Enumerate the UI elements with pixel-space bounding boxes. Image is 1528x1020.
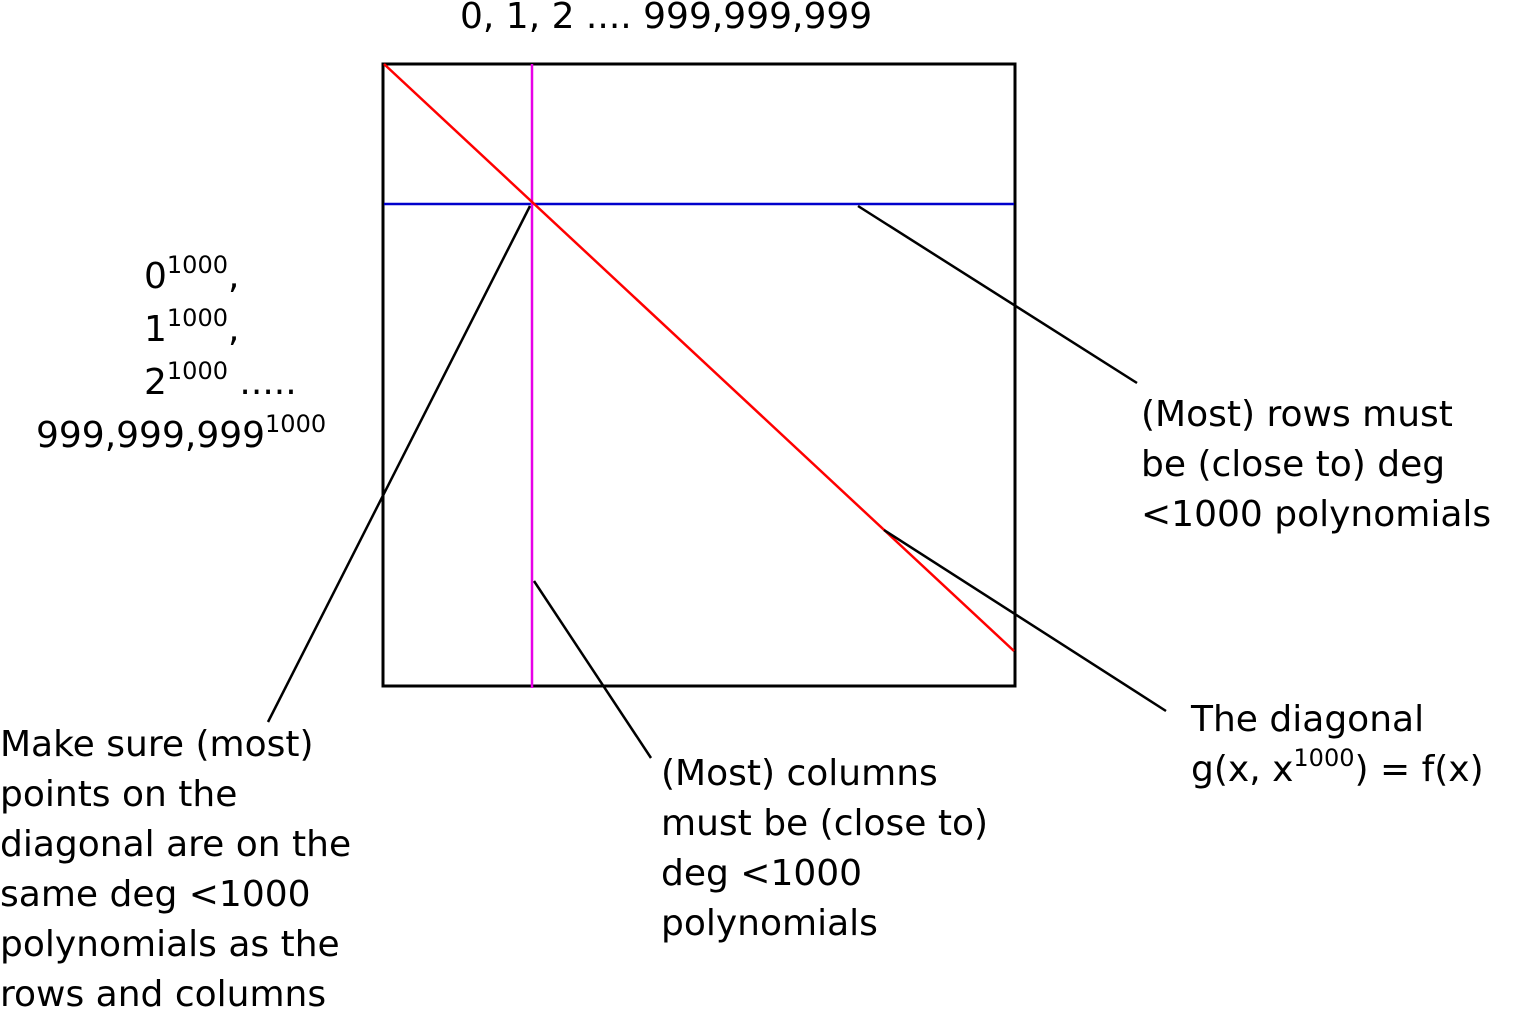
columns-annotation-line-4: polynomials — [661, 903, 878, 944]
top-axis-label-text: 0, 1, 2 .... 999,999,999 — [460, 0, 873, 37]
rows-annotation-line-3: <1000 polynomials — [1141, 494, 1492, 535]
make-sure-annotation: Make sure (most) points on the diagonal … — [0, 720, 351, 1020]
make-sure-annotation-line-1: Make sure (most) — [0, 724, 314, 765]
rows-leader-line — [857, 204, 1138, 385]
make-sure-annotation-line-2: points on the — [0, 774, 238, 815]
left-axis-label-line-4: 999,999,9991000 — [36, 410, 327, 456]
rows-annotation-line-2: be (close to) deg — [1141, 444, 1446, 485]
left-axis-label-line-3: 21000 ..... — [144, 357, 297, 403]
top-axis-label: 0, 1, 2 .... 999,999,999 — [460, 0, 872, 42]
diagonal-annotation: The diagonal g(x, x1000) = f(x) — [1191, 695, 1484, 798]
make-sure-annotation-line-6: rows and columns — [0, 974, 327, 1015]
left-axis-label-line-1: 01000, — [144, 251, 240, 297]
columns-annotation: (Most) columns must be (close to) deg <1… — [661, 749, 988, 949]
make-sure-annotation-line-3: diagonal are on the — [0, 824, 352, 865]
grid-frame — [381, 62, 1017, 688]
columns-annotation-line-2: must be (close to) — [661, 803, 989, 844]
left-axis-label: 01000, 11000, 21000 ..... 999,999,999100… — [36, 251, 327, 464]
diagonal-annotation-line-1: The diagonal — [1191, 699, 1425, 740]
diagonal-line — [383, 63, 1015, 652]
diagonal-leader-line — [883, 528, 1167, 713]
rows-annotation-line-1: (Most) rows must — [1141, 394, 1453, 435]
columns-annotation-line-1: (Most) columns — [661, 753, 938, 794]
columns-leader-line — [532, 580, 653, 759]
columns-annotation-line-3: deg <1000 — [661, 853, 863, 894]
left-axis-label-line-2: 11000, — [144, 304, 240, 350]
make-sure-annotation-line-5: polynomials as the — [0, 924, 340, 965]
make-sure-annotation-line-4: same deg <1000 — [0, 874, 311, 915]
diagonal-annotation-line-2: g(x, x1000) = f(x) — [1191, 744, 1484, 790]
rows-annotation: (Most) rows must be (close to) deg <1000… — [1141, 390, 1491, 540]
make-sure-leader-line — [266, 205, 532, 723]
